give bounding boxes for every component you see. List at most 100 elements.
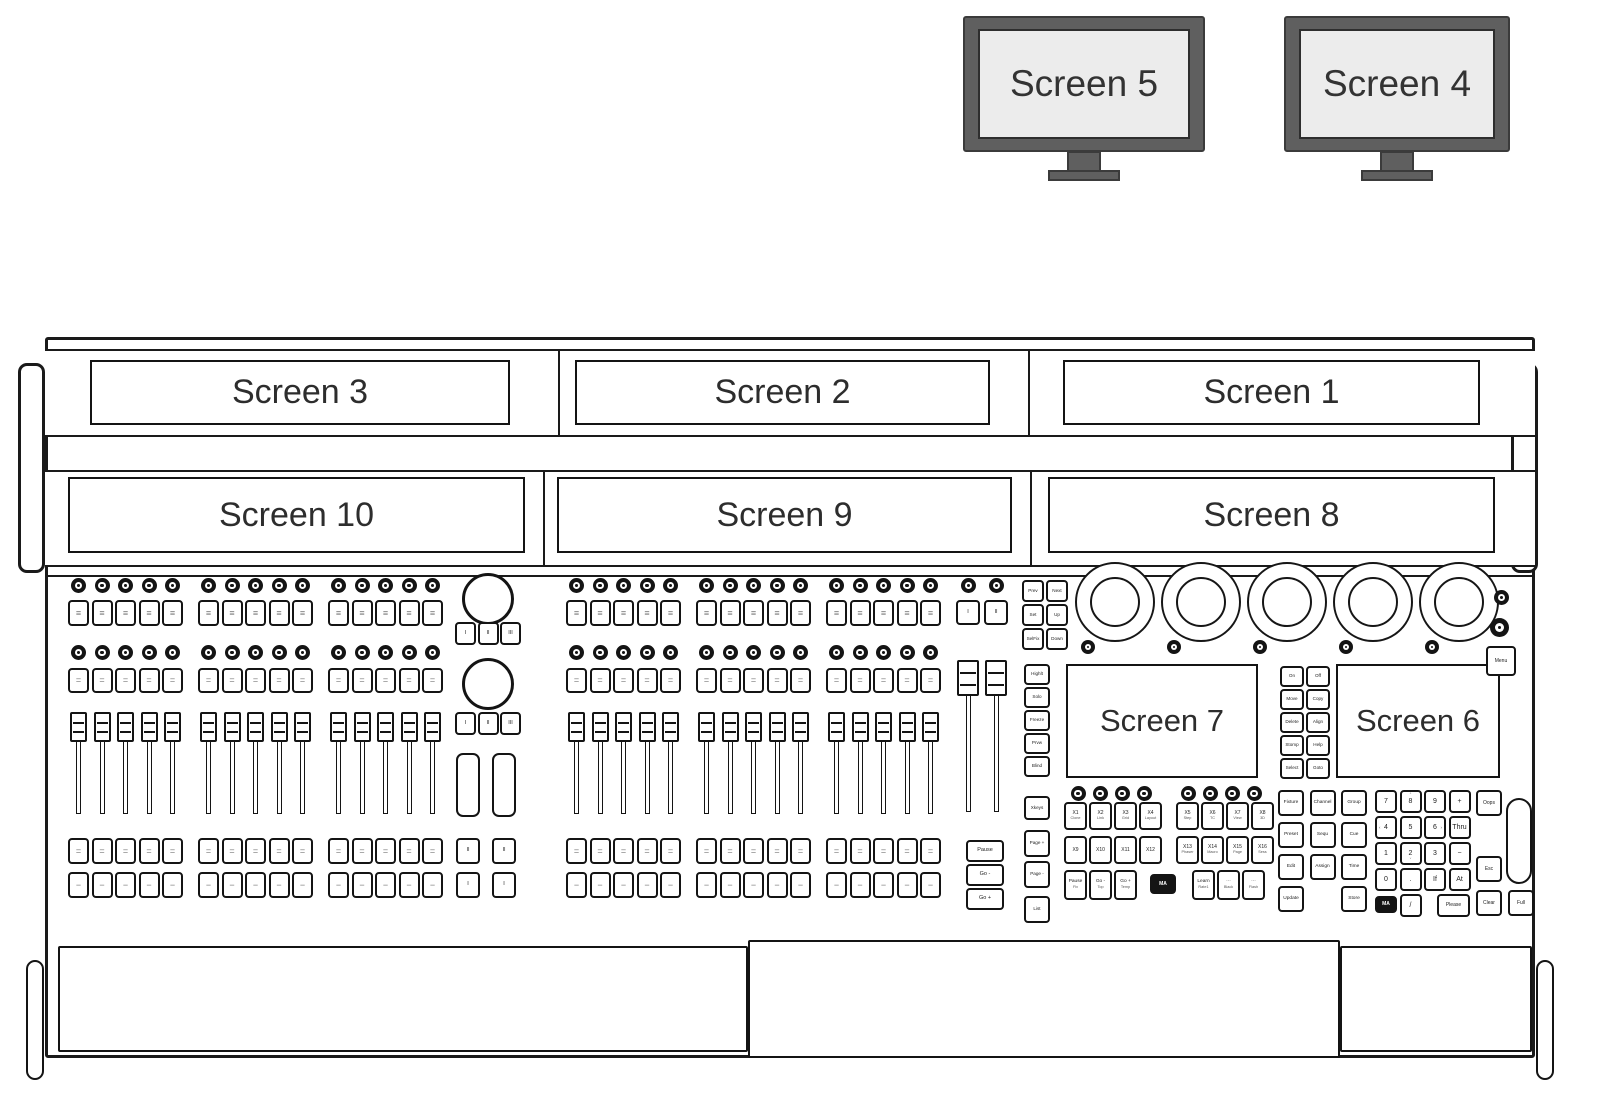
main-playback-key-go[interactable]: Go - (966, 864, 1004, 886)
middle-encoder-knob[interactable] (616, 645, 631, 660)
xkey-encoder-knob[interactable] (1114, 786, 1130, 801)
master-encoder-knob[interactable] (989, 578, 1004, 593)
middle-assign-key[interactable]: = (589, 838, 611, 864)
xkey-x12[interactable]: X12 (1139, 836, 1162, 864)
left-wing-fader[interactable] (492, 753, 516, 817)
wing-select-key-i[interactable]: I (455, 712, 476, 735)
middle-encoder-knob[interactable] (569, 645, 584, 660)
middle-assign-key[interactable]: = (849, 838, 871, 864)
left-encoder-knob[interactable] (71, 578, 86, 593)
nav-key-selfix[interactable]: SelFix (1022, 628, 1044, 650)
wing-select-key-iii[interactable]: III (500, 622, 521, 645)
middle-flash-key[interactable]: − (766, 872, 788, 898)
command-grid-key-store[interactable]: Store (1341, 886, 1367, 912)
wing-lower-key-ii[interactable]: II (456, 838, 480, 864)
numpad-key-key[interactable]: − (1448, 842, 1471, 865)
left-encoder-knob[interactable] (94, 645, 110, 660)
corner-knob-large[interactable] (1490, 618, 1509, 637)
function-key-blind[interactable]: Blind (1024, 756, 1050, 777)
oops-key[interactable]: Oops (1476, 790, 1502, 816)
middle-encoder-key[interactable]: ≡ (920, 600, 941, 626)
left-flash-key[interactable]: − (138, 872, 160, 898)
left-assign-key[interactable]: = (422, 838, 443, 864)
left-executor-fader[interactable] (93, 712, 111, 814)
middle-select-key[interactable]: = (589, 668, 611, 693)
left-encoder-knob[interactable] (425, 578, 440, 593)
left-executor-fader[interactable] (424, 712, 441, 814)
left-wing-rotary[interactable] (462, 658, 514, 710)
left-flash-key[interactable]: − (91, 872, 113, 898)
left-encoder-knob[interactable] (354, 578, 370, 593)
middle-executor-fader[interactable] (768, 712, 786, 814)
dual-encoder[interactable] (1161, 562, 1241, 642)
xkey-x11[interactable]: X11 (1114, 836, 1137, 864)
left-assign-key[interactable]: = (115, 838, 136, 864)
left-assign-key[interactable]: = (198, 838, 219, 864)
middle-executor-fader[interactable] (615, 712, 632, 814)
wing-lower-key-ii[interactable]: II (492, 838, 516, 864)
left-flash-key[interactable]: − (398, 872, 420, 898)
left-executor-fader[interactable] (377, 712, 394, 814)
middle-select-key[interactable]: = (873, 668, 894, 693)
middle-executor-fader[interactable] (698, 712, 715, 814)
middle-encoder-knob[interactable] (829, 645, 844, 660)
middle-encoder-knob[interactable] (592, 645, 608, 660)
left-encoder-knob[interactable] (141, 645, 157, 660)
left-assign-key[interactable]: = (245, 838, 266, 864)
middle-assign-key[interactable]: = (790, 838, 811, 864)
numpad-key-key[interactable]: . (1399, 868, 1422, 891)
middle-encoder-key[interactable]: ≡ (719, 600, 741, 626)
left-assign-key[interactable]: = (138, 838, 160, 864)
middle-assign-key[interactable]: = (920, 838, 941, 864)
middle-executor-fader[interactable] (568, 712, 585, 814)
middle-encoder-knob[interactable] (639, 645, 655, 660)
master-encoder-knob[interactable] (961, 578, 976, 593)
master-playback-key-go[interactable]: Go -Top (1089, 870, 1112, 900)
left-flash-key[interactable]: − (351, 872, 373, 898)
left-encoder-knob[interactable] (331, 578, 346, 593)
middle-encoder-key[interactable]: ≡ (849, 600, 871, 626)
command-grid-key-preset[interactable]: Preset (1278, 822, 1304, 848)
middle-encoder-knob[interactable] (699, 578, 714, 593)
left-flash-key[interactable]: − (245, 872, 266, 898)
numpad-key-3[interactable]: 3 (1424, 842, 1446, 865)
page-key-page[interactable]: Page - (1024, 861, 1050, 888)
command-grid-key-time[interactable]: Time (1341, 854, 1367, 880)
numpad-key-key[interactable]: + (1448, 790, 1471, 813)
middle-assign-key[interactable]: = (873, 838, 894, 864)
left-select-key[interactable]: = (198, 668, 219, 693)
left-assign-key[interactable]: = (162, 838, 183, 864)
middle-executor-fader[interactable] (851, 712, 869, 814)
left-select-key[interactable]: = (328, 668, 349, 693)
command-grid-key-cue[interactable]: Cue (1341, 822, 1367, 848)
dual-encoder[interactable] (1075, 562, 1155, 642)
master-select-key-i[interactable]: I (956, 600, 980, 625)
left-encoder-knob[interactable] (224, 645, 240, 660)
middle-executor-fader[interactable] (898, 712, 916, 814)
page-key-page[interactable]: Page + (1024, 830, 1050, 857)
numpad-key-1[interactable]: 1 (1375, 842, 1397, 865)
xkey-encoder-knob[interactable] (1224, 786, 1240, 801)
middle-encoder-knob[interactable] (899, 578, 915, 593)
middle-select-key[interactable]: = (849, 668, 871, 693)
middle-encoder-knob[interactable] (923, 578, 938, 593)
middle-executor-fader[interactable] (721, 712, 739, 814)
left-encoder-knob[interactable] (94, 578, 110, 593)
middle-select-key[interactable]: = (920, 668, 941, 693)
left-encoder-key[interactable]: ≡ (115, 600, 136, 626)
wing-select-key-i[interactable]: I (455, 622, 476, 645)
left-assign-key[interactable]: = (292, 838, 313, 864)
left-flash-key[interactable]: − (221, 872, 243, 898)
nav-key-set[interactable]: Set (1022, 604, 1044, 626)
middle-encoder-knob[interactable] (639, 578, 655, 593)
left-select-key[interactable]: = (268, 668, 290, 693)
middle-flash-key[interactable]: − (920, 872, 941, 898)
ma-key[interactable]: MA (1150, 874, 1176, 894)
middle-executor-fader[interactable] (792, 712, 809, 814)
assign-key-black[interactable]: ···Black (1217, 870, 1240, 900)
xkey-encoder-knob[interactable] (1202, 786, 1218, 801)
